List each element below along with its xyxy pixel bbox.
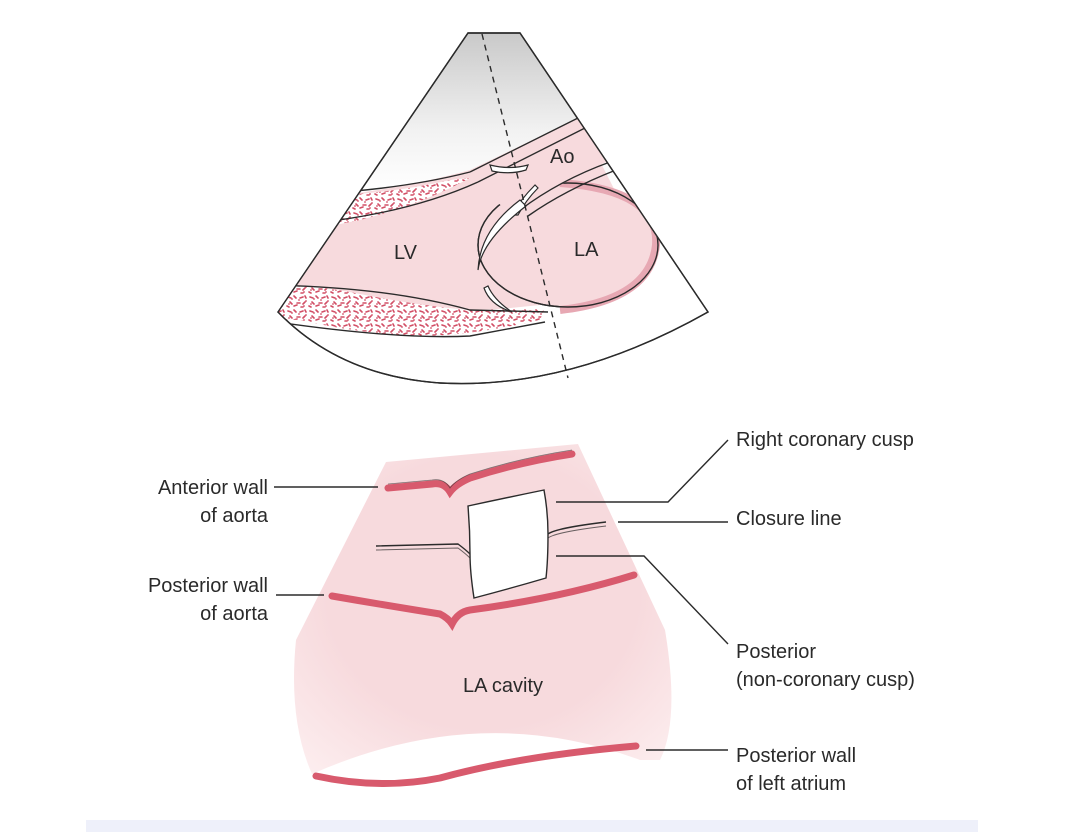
aortic-cusp-right	[489, 164, 530, 174]
label-posterior-wall-aorta-2: of aorta	[200, 603, 269, 625]
label-posterior-wall-la-1: Posterior wall	[736, 745, 856, 767]
aortic-cusp-box	[467, 489, 549, 599]
top-sector-diagram: Ao LV LA	[277, 32, 710, 385]
label-anterior-wall-1: Anterior wall	[158, 477, 268, 499]
label-posterior-wall-aorta-1: Posterior wall	[148, 575, 268, 597]
anterior-mitral-leaflet	[477, 199, 527, 271]
posterior-la-wall	[312, 742, 640, 787]
label-anterior-wall-2: of aorta	[200, 505, 269, 527]
label-lv: LV	[394, 242, 418, 264]
label-closure-line: Closure line	[736, 508, 842, 530]
label-la-cavity: LA cavity	[463, 675, 543, 697]
posterior-lv-wall	[278, 284, 545, 336]
aortic-root	[470, 118, 610, 210]
la-wall-band	[559, 179, 661, 314]
posterior-aortic-wall	[328, 571, 638, 631]
leader-posterior-cusp	[556, 555, 729, 645]
label-posterior-wall-la-2: of left atrium	[736, 773, 846, 795]
leader-lines	[274, 439, 729, 751]
leader-right-coronary-cusp	[556, 439, 729, 503]
label-la: LA	[574, 239, 599, 261]
posterior-mitral-leaflet	[483, 285, 513, 313]
figure-caption-bar	[86, 820, 978, 832]
label-posterior-cusp-2: (non-coronary cusp)	[736, 669, 915, 691]
closure-line	[375, 521, 607, 555]
m-mode-cursor-line	[481, 33, 569, 379]
label-ao: Ao	[550, 146, 574, 168]
anterior-aortic-wall	[384, 450, 576, 499]
label-right-coronary-cusp: Right coronary cusp	[736, 429, 914, 451]
bottom-mmode-diagram: LA cavity Anterior wall of aorta Posteri…	[148, 429, 915, 795]
label-posterior-cusp-1: Posterior	[736, 641, 816, 663]
